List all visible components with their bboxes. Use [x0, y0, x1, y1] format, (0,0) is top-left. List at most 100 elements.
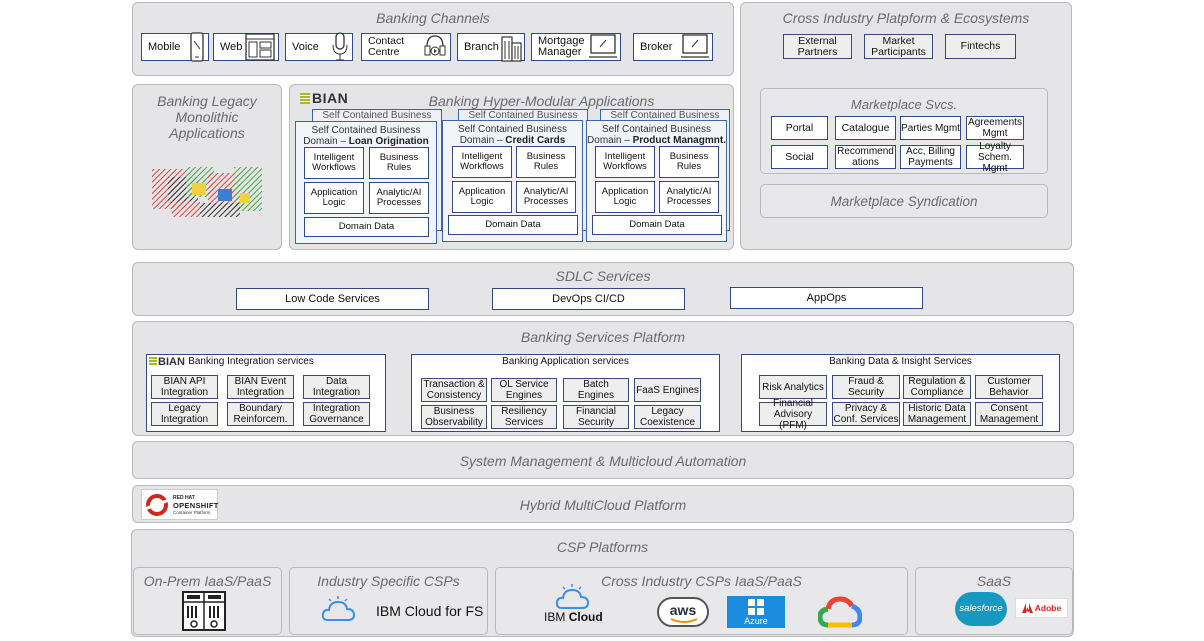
marketplace-portal[interactable]: Portal	[771, 116, 828, 140]
marketplace-parties-mgmt[interactable]: Parties Mgmt	[900, 116, 961, 140]
openshift-line3: Container Platform	[173, 510, 211, 515]
marketplace-agreements[interactable]: Agreements Mgmt	[966, 116, 1024, 140]
branch-building-icon	[501, 36, 522, 62]
svc-batch-engines[interactable]: Batch Engines	[563, 378, 629, 402]
partner-market-participants[interactable]: Market Participants	[864, 34, 933, 59]
svc-bian-api[interactable]: BIAN API Integration	[151, 375, 218, 399]
svc-observability[interactable]: Business Observability	[421, 405, 487, 429]
ibm-cloud-label: IBM Cloud	[544, 610, 603, 624]
svc-label: Regulation & Compliance	[908, 376, 966, 398]
openshift-logo: RED HAT OPENSHIFT Container Platform	[141, 489, 218, 520]
saas-title: SaaS	[976, 573, 1012, 589]
bian-logo-text: BIAN	[312, 90, 349, 106]
cell-domain-data[interactable]: Domain Data	[592, 215, 722, 235]
web-browser-icon	[245, 33, 275, 61]
cell-label: Domain Data	[338, 220, 395, 232]
cell-application-logic[interactable]: Application Logic	[595, 181, 655, 213]
svc-data-integration[interactable]: Data Integration	[303, 375, 370, 399]
bian-logo: BIAN	[300, 90, 348, 106]
svc-financial-security[interactable]: Financial Security	[563, 405, 629, 429]
channel-label: Mobile	[148, 41, 181, 53]
svc-historic-data[interactable]: Historic Data Management	[903, 402, 971, 426]
svc-regulation[interactable]: Regulation & Compliance	[903, 375, 971, 399]
svc-label: Resiliency Services	[501, 406, 547, 428]
cell-label: Application Logic	[601, 185, 649, 207]
svc-consent-management[interactable]: Consent Management	[975, 402, 1043, 426]
domain-card-loan-origination[interactable]: Self Contained Business Domain – Loan Or…	[295, 121, 437, 244]
marketplace-title: Marketplace Svcs.	[850, 97, 958, 112]
domain-card-credit-cards[interactable]: Self Contained Business Domain – Credit …	[442, 120, 583, 242]
svc-legacy-coexistence[interactable]: Legacy Coexistence	[634, 405, 701, 429]
svc-financial-advisory[interactable]: Financial Advisory (PFM)	[759, 398, 827, 431]
svc-bian-event[interactable]: BIAN Event Integration	[227, 375, 294, 399]
marketplace-label: Loyalty Schem. Mgmt	[978, 140, 1012, 174]
cell-business-rules[interactable]: Business Rules	[369, 147, 429, 179]
ibm-prefix: IBM	[544, 610, 566, 624]
cell-intelligent-workflows[interactable]: Intelligent Workflows	[304, 147, 364, 179]
cell-analytic-ai[interactable]: Analytic/AI Processes	[659, 181, 719, 213]
svc-ol-engines[interactable]: OL Service Engines	[491, 378, 557, 402]
application-services-title: Banking Application services	[502, 356, 629, 367]
svc-legacy-integration[interactable]: Legacy Integration	[151, 402, 218, 426]
cell-business-rules[interactable]: Business Rules	[659, 146, 719, 178]
svc-resiliency[interactable]: Resiliency Services	[491, 405, 557, 429]
svc-integration-governance[interactable]: Integration Governance	[303, 402, 370, 426]
cell-analytic-ai[interactable]: Analytic/AI Processes	[516, 181, 576, 213]
cell-application-logic[interactable]: Application Logic	[452, 181, 512, 213]
google-cloud-icon	[818, 596, 862, 628]
domain-card-header: Self Contained Business Domain – Product…	[587, 124, 726, 146]
marketplace-label: Parties Mgmt	[901, 122, 960, 134]
partner-label: Market Participants	[871, 34, 926, 58]
laptop-icon	[589, 34, 617, 58]
cell-intelligent-workflows[interactable]: Intelligent Workflows	[595, 146, 655, 178]
bian-stripes-icon	[300, 93, 310, 104]
svc-label: Transaction & Consistency	[423, 379, 485, 401]
svc-fraud-security[interactable]: Fraud & Security	[832, 375, 900, 399]
marketplace-loyalty[interactable]: Loyalty Schem. Mgmt	[966, 141, 1024, 174]
salesforce-logo-text: salesforce	[959, 603, 1003, 614]
svc-label: Privacy & Conf. Services	[833, 403, 899, 425]
sdlc-devops[interactable]: DevOps CI/CD	[492, 288, 685, 310]
cell-label: Business Rules	[379, 151, 419, 173]
cell-application-logic[interactable]: Application Logic	[304, 182, 364, 214]
svc-customer-behavior[interactable]: Customer Behavior	[975, 375, 1043, 399]
cell-domain-data[interactable]: Domain Data	[304, 217, 429, 237]
sdlc-appops[interactable]: AppOps	[730, 287, 923, 309]
marketplace-label: Recommend ations	[837, 146, 894, 168]
sdlc-title: SDLC Services	[555, 268, 651, 284]
svc-label: Business Observability	[425, 406, 483, 428]
domain-prefix: Domain –	[459, 135, 506, 146]
marketplace-catalogue[interactable]: Catalogue	[835, 116, 896, 140]
cell-intelligent-workflows[interactable]: Intelligent Workflows	[452, 146, 512, 178]
domain-name-line: Domain – Credit Cards	[443, 135, 582, 146]
laptop-icon	[681, 34, 709, 58]
adobe-logo-text: Adobe	[1034, 603, 1062, 613]
marketplace-recommendations[interactable]: Recommend ations	[835, 145, 896, 169]
cross-industry-title: Cross Industry Platpform & Ecosystems	[782, 10, 1030, 26]
svc-faas-engines[interactable]: FaaS Engines	[634, 378, 701, 402]
domain-card-product-management[interactable]: Self Contained Business Domain – Product…	[586, 120, 727, 242]
cell-label: Analytic/AI Processes	[376, 186, 422, 208]
sdlc-low-code[interactable]: Low Code Services	[236, 288, 429, 310]
svc-label: FaaS Engines	[636, 384, 699, 396]
system-management-title: System Management & Multicloud Automatio…	[459, 453, 747, 469]
industry-csp-title: Industry Specific CSPs	[317, 573, 460, 589]
partner-fintechs[interactable]: Fintechs	[945, 34, 1016, 59]
svc-risk-analytics[interactable]: Risk Analytics	[759, 375, 827, 399]
partner-external[interactable]: External Partners	[783, 34, 852, 59]
marketplace-label: Social	[785, 150, 814, 163]
openshift-line2: OPENSHIFT	[173, 501, 219, 510]
marketplace-social[interactable]: Social	[771, 145, 828, 169]
channel-label: Voice	[292, 41, 319, 53]
svc-boundary[interactable]: Boundary Reinforcem.	[227, 402, 294, 426]
cell-business-rules[interactable]: Business Rules	[516, 146, 576, 178]
cell-analytic-ai[interactable]: Analytic/AI Processes	[369, 182, 429, 214]
svc-label: Financial Advisory (PFM)	[772, 397, 814, 431]
svc-transaction[interactable]: Transaction & Consistency	[421, 378, 487, 402]
marketplace-billing[interactable]: Acc, Billing Payments	[900, 145, 961, 169]
cell-label: Intelligent Workflows	[460, 150, 504, 172]
svc-label: Integration Governance	[309, 403, 364, 425]
cell-domain-data[interactable]: Domain Data	[448, 215, 578, 235]
cell-label: Analytic/AI Processes	[666, 185, 712, 207]
svc-privacy[interactable]: Privacy & Conf. Services	[832, 402, 900, 426]
